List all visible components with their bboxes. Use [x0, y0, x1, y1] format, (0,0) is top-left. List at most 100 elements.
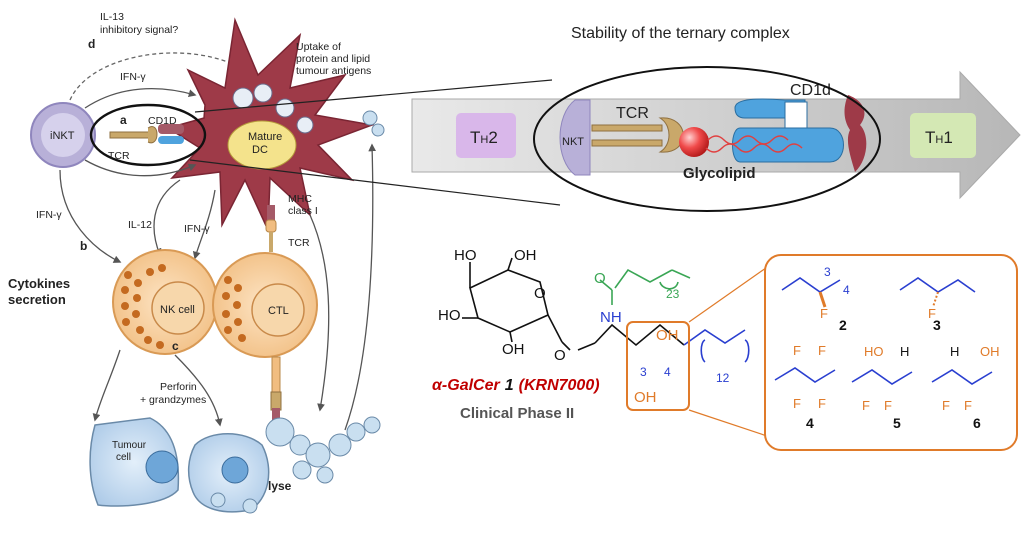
tumour-cell — [89, 417, 180, 507]
oh-label-1: OH — [514, 247, 537, 264]
inkt-nucleus — [41, 113, 85, 157]
tcr-small-label: TCR — [108, 150, 130, 162]
amide-oxygen: O — [594, 270, 606, 287]
mhc-label-2: class I — [288, 205, 318, 217]
antigen-return-arrow — [344, 143, 377, 431]
dc-membrane-fragment — [844, 95, 867, 172]
ctl-granules — [222, 276, 246, 342]
uptake-label-3: tumour antigens — [296, 65, 371, 77]
immune-diagram: IL-13 inhibitory signal? d IFN-γ iNKT Ma… — [8, 11, 385, 514]
step-b-label: b — [80, 239, 87, 253]
glycolipid-label: Glycolipid — [683, 165, 756, 182]
il13-label: IL-13 — [100, 11, 124, 23]
ifn-gamma-mid-arrow — [192, 189, 216, 260]
ifn-gamma-top-label: IFN-γ — [120, 71, 146, 83]
analog-4-f3: F — [793, 396, 801, 411]
lysis-blebs — [210, 416, 381, 514]
synapse-highlight-ellipse — [89, 103, 207, 167]
analog-2-c3: 3 — [824, 265, 831, 279]
inhibitory-signal-arrow — [69, 52, 236, 101]
analog-box — [764, 254, 1018, 451]
tumour-label-1: Tumour — [112, 440, 147, 451]
oh-label-3: OH — [634, 389, 657, 406]
tcr-ctl-label: TCR — [288, 237, 310, 249]
link-oxygen: O — [554, 347, 566, 364]
th1-label: TH1 — [925, 128, 953, 147]
figure-title: Stability of the ternary complex — [571, 25, 790, 42]
nk-to-tumour-arrow — [92, 349, 121, 422]
analog-2-wedge — [818, 291, 827, 308]
cytokines-label-2: secretion — [8, 292, 66, 307]
lyse-label: lyse — [268, 479, 292, 493]
analog-4-f4: F — [818, 396, 826, 411]
lipid-chain-2 — [705, 143, 803, 153]
analog-4-f1: F — [793, 343, 801, 358]
il12-arrow — [153, 179, 181, 257]
inkt-dc-synapse — [109, 124, 184, 144]
oh-label-2: OH — [502, 341, 525, 358]
analog-2-bonds — [781, 277, 841, 293]
inkt-label: iNKT — [50, 130, 75, 142]
analog-6-f1: F — [942, 398, 950, 413]
ifn-gamma-return-arrow — [84, 159, 197, 177]
ifn-gamma-mid-label: IFN-γ — [184, 223, 210, 235]
zoom-connector-bottom — [189, 159, 561, 206]
analog-6-number: 6 — [973, 415, 981, 431]
analog-5-f1: F — [862, 398, 870, 413]
analog-3-hash — [932, 291, 939, 308]
nk-nucleus — [151, 281, 205, 335]
nkt-cell-fragment — [559, 99, 591, 176]
orange-connector-bottom — [688, 409, 774, 439]
ctl-tumour-stalk — [270, 356, 282, 420]
carbon-4-label: 4 — [664, 365, 671, 379]
analog-3-f: F — [928, 306, 936, 321]
analog-3-number: 3 — [933, 317, 941, 333]
mature-label: Mature — [248, 131, 282, 143]
galactose-ring — [462, 257, 596, 351]
chain-length-23: 23 — [666, 287, 680, 301]
cytokines-label-1: Cytokines — [8, 276, 70, 291]
analog-4-bonds — [774, 367, 836, 383]
tcr-structure — [591, 117, 684, 153]
dc-to-lysis-arrow — [309, 214, 330, 412]
analog-6-f2: F — [964, 398, 972, 413]
clinical-phase-label: Clinical Phase II — [460, 405, 574, 422]
analog-5-ho: HO — [864, 344, 884, 359]
analog-2-f: F — [820, 306, 828, 321]
analog-6-oh: OH — [980, 344, 1000, 359]
lysing-nucleus — [221, 456, 249, 484]
lipid-chain-1 — [707, 135, 789, 145]
analog-4-f2: F — [818, 343, 826, 358]
ternary-complex: NKT TCR CD1d Glycolipid — [533, 66, 881, 212]
dc-label: DC — [252, 144, 268, 156]
perforin-label-1: Perforin — [160, 381, 197, 393]
backbone-bonds — [594, 323, 685, 347]
ifn-gamma-left-label: IFN-γ — [36, 209, 62, 221]
tumour-label-2: cell — [116, 452, 131, 463]
glycolipid-headgroup — [679, 127, 709, 157]
nkt-fragment-label: NKT — [562, 136, 584, 148]
cd1d-structure — [732, 98, 844, 163]
analog-panel: 3 4 F 2 F 3 F F F F 4 HO H F F 5 H — [764, 254, 1018, 451]
mhc-tcr-stalk — [265, 205, 277, 252]
analog-6-h: H — [950, 344, 959, 359]
tumour-nucleus — [145, 450, 179, 484]
zoom-connector-top — [194, 79, 553, 113]
ctl-nucleus — [251, 283, 305, 337]
oh-label-4: OH — [656, 327, 679, 344]
analog-4-number: 4 — [806, 415, 814, 431]
step-a-label: a — [120, 113, 127, 127]
nk-cell-label: NK cell — [160, 304, 195, 316]
analog-2-c4: 4 — [843, 283, 850, 297]
uptake-label-1: Uptake of — [296, 41, 341, 53]
tcr-label: TCR — [616, 105, 649, 122]
nh-label: NH — [600, 309, 622, 326]
inhibitory-label: inhibitory signal? — [100, 24, 178, 36]
modification-highlight-box — [626, 321, 690, 411]
perforin-arrow — [174, 354, 223, 427]
th1-box — [910, 113, 976, 158]
ho-label-1: HO — [454, 247, 477, 264]
uptake-label-2: protein and lipid — [296, 53, 370, 65]
